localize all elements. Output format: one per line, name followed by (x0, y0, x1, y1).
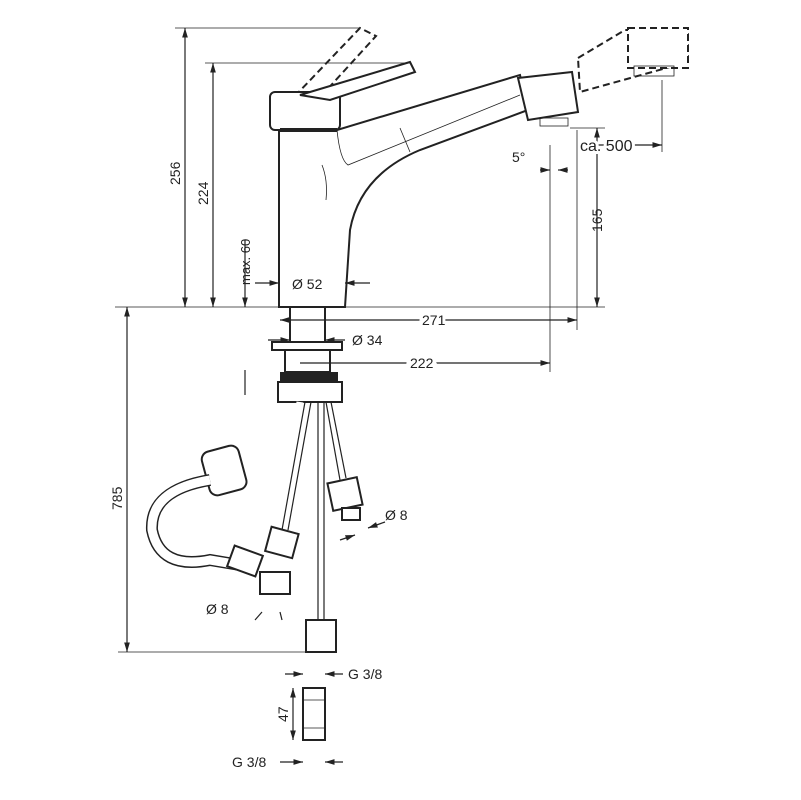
dim-shank-diameter: Ø 34 (352, 332, 383, 348)
dim-spout-height: 224 (195, 181, 211, 205)
dim-outlet-height: 165 (589, 208, 605, 232)
shank (271, 306, 343, 403)
hoses (145, 401, 364, 741)
dim-connection-top: G 3/8 (348, 666, 382, 682)
dim-adapter-length: 47 (275, 706, 291, 722)
dim-reach: 271 (422, 312, 446, 328)
dim-connection-bottom: G 3/8 (232, 754, 266, 770)
dim-pullout-length: ca. 500 (580, 138, 633, 155)
dim-hose-diameter-right: Ø 8 (385, 507, 408, 523)
dim-max-thickness: max. 60 (238, 239, 253, 285)
dim-outlet-reach: 222 (410, 355, 434, 371)
faucet-body (269, 60, 580, 308)
dashed-pulled-out-head (576, 27, 689, 94)
dim-total-height: 256 (167, 161, 183, 185)
dim-hose-diameter-left: Ø 8 (206, 601, 229, 617)
dim-body-diameter: Ø 52 (292, 276, 323, 292)
dimension-lines (115, 27, 663, 765)
dim-angle: 5° (512, 149, 525, 165)
dim-hose-length: 785 (109, 486, 125, 510)
